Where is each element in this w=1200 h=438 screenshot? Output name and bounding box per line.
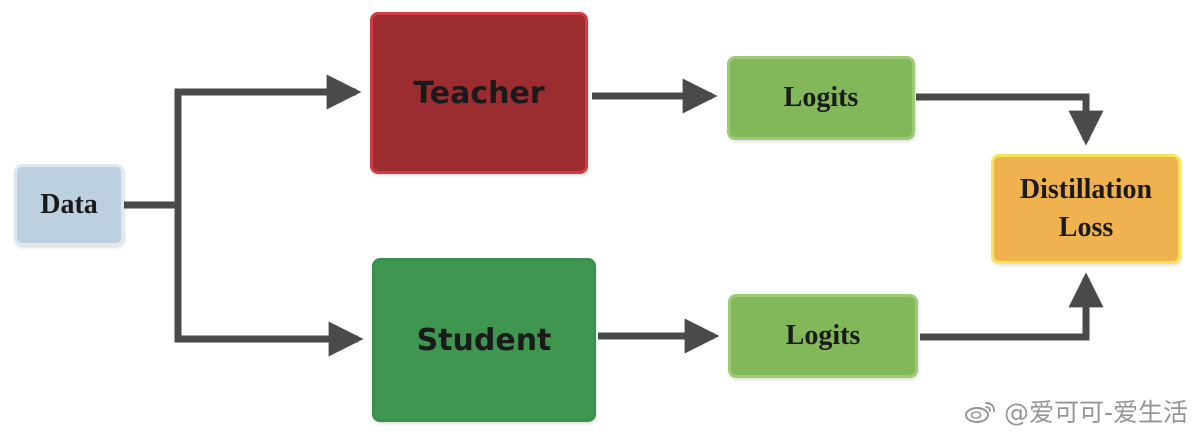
weibo-logo-icon <box>964 402 995 423</box>
edge-logits-bottom-to-loss <box>920 272 1104 341</box>
distillation-loss-label-line-1: Distillation <box>1019 174 1153 205</box>
teacher-node: Teacher <box>370 12 588 174</box>
teacher-node-label: Teacher <box>413 75 545 111</box>
edge-data-to-teacher <box>174 74 362 205</box>
distillation-loss-label-line-2: Loss <box>1058 212 1114 243</box>
edge-data-to-student <box>174 205 364 357</box>
teacher-logits-node: Logits <box>727 56 915 140</box>
data-node-label: Data <box>40 189 98 220</box>
edge-logits-top-to-loss <box>916 93 1104 146</box>
student-logits-node: Logits <box>728 294 918 378</box>
student-node-label: Student <box>416 322 552 358</box>
teacher-logits-label: Logits <box>783 82 859 113</box>
student-logits-label: Logits <box>785 320 861 351</box>
watermark: @爱可可-爱生活 <box>962 394 1188 428</box>
data-node: Data <box>14 164 124 246</box>
watermark-text: @爱可可-爱生活 <box>1003 398 1188 427</box>
distillation-loss-node: Distillation Loss <box>991 154 1181 264</box>
student-node: Student <box>372 258 596 422</box>
